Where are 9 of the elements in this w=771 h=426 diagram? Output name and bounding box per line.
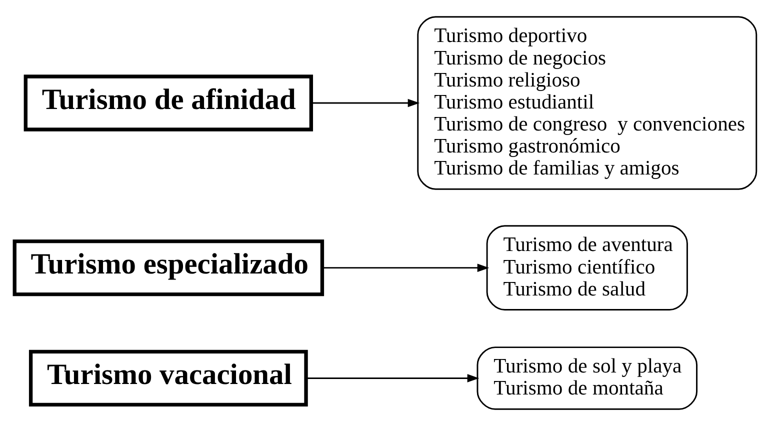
node-box: Turismo de aventura Turismo científico Turismo de salud: [486, 225, 688, 310]
node-box: Turismo de afinidad: [24, 74, 314, 132]
arrow: [311, 98, 420, 108]
arrow: [322, 264, 490, 272]
node-box: Turismo especializado: [12, 240, 324, 296]
node-box: Turismo deportivo Turismo de negocios Turismo religioso Turismo estudiantil Turismo de congreso y convenciones Turismo gastronómico Turismo de familias y amigos: [417, 16, 758, 190]
arrow: [306, 374, 480, 382]
node-box: Turismo vacacional: [28, 350, 308, 407]
node-box: Turismo de sol y playa Turismo de montaña: [476, 346, 698, 410]
